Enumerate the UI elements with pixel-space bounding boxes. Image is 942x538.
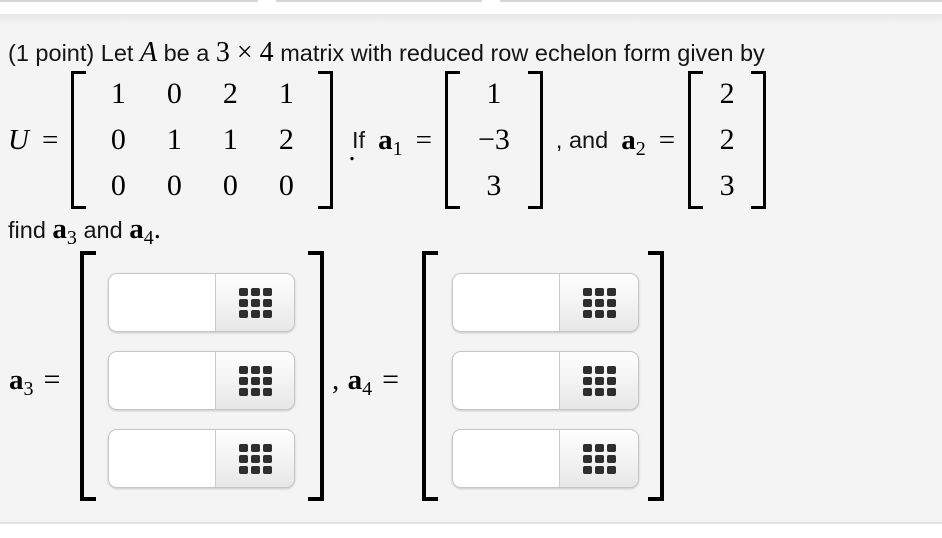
matrix-cell: 1 bbox=[166, 123, 182, 156]
matrix-cell: 0 bbox=[110, 123, 126, 156]
vector-a2: 2 2 3 bbox=[688, 71, 767, 209]
equation-editor-button[interactable] bbox=[559, 352, 638, 409]
matrix-U-symbol: U bbox=[8, 123, 29, 156]
equation-editor-button[interactable] bbox=[215, 352, 294, 409]
tab-edge-segment bbox=[276, 0, 482, 2]
statement-text: find bbox=[8, 217, 46, 243]
keypad-grid-icon bbox=[238, 365, 272, 396]
vector-a4-symbol: a4 bbox=[129, 213, 154, 249]
answer-input-group bbox=[108, 429, 295, 488]
answer-input-group bbox=[452, 429, 639, 488]
answer-label-a3: a3 = bbox=[9, 363, 61, 400]
keypad-grid-icon bbox=[238, 287, 272, 318]
matrix-U: 1 0 2 1 0 1 1 2 0 0 0 0 bbox=[71, 71, 334, 209]
matrix-cell: −3 bbox=[477, 123, 510, 156]
matrix-cell: 0 bbox=[166, 77, 182, 110]
bracket-left bbox=[444, 71, 460, 209]
matrix-dimension: 3 × 4 bbox=[215, 37, 274, 68]
statement-text: matrix with reduced row echelon form giv… bbox=[280, 40, 765, 66]
vector-a1-cells: 1 −3 3 bbox=[460, 71, 528, 209]
matrix-A-symbol: A bbox=[139, 37, 158, 68]
answer-input-group bbox=[452, 351, 639, 410]
matrix-cell: 1 bbox=[222, 123, 238, 156]
vector-a2-symbol: a2 bbox=[621, 123, 646, 160]
problem-panel: (1 point) Let A be a 3 × 4 matrix with r… bbox=[0, 14, 942, 524]
answer-input-a4-row1[interactable] bbox=[453, 274, 559, 331]
matrix-cell: 0 bbox=[110, 169, 126, 202]
bracket-left bbox=[71, 71, 87, 209]
vector-a2-cells: 2 2 3 bbox=[703, 71, 751, 209]
answer-area: a3 = bbox=[0, 251, 942, 509]
vector-a3-symbol: a3 bbox=[9, 364, 34, 400]
answer-input-a3-row3[interactable] bbox=[109, 430, 215, 487]
bracket-left bbox=[688, 71, 704, 209]
matrix-cell: 2 bbox=[278, 123, 294, 156]
matrix-cell: 3 bbox=[719, 169, 735, 202]
matrix-cell: 0 bbox=[278, 169, 294, 202]
matrix-cell: 2 bbox=[222, 77, 238, 110]
statement-text: and bbox=[83, 217, 123, 243]
equals-sign: = bbox=[382, 363, 400, 396]
statement-text: be a bbox=[163, 40, 210, 66]
answer-input-group bbox=[108, 351, 295, 410]
vector-a1-symbol: a1 bbox=[378, 123, 403, 160]
answer-column-a3 bbox=[108, 273, 295, 488]
answer-bracket-left-a4 bbox=[422, 251, 438, 501]
bracket-right bbox=[318, 71, 334, 209]
matrix-cell: 1 bbox=[110, 77, 126, 110]
equation-editor-button[interactable] bbox=[215, 274, 294, 331]
bracket-right bbox=[527, 71, 543, 209]
answer-bracket-left-a3 bbox=[80, 251, 96, 501]
statement-text: Let bbox=[100, 40, 134, 66]
period: . bbox=[348, 134, 356, 167]
vector-a1: 1 −3 3 bbox=[444, 71, 543, 209]
keypad-grid-icon bbox=[582, 443, 616, 474]
matrix-U-equation: U = 1 0 2 1 0 1 1 2 0 0 0 0 . bbox=[8, 71, 356, 209]
vector-a3-symbol: a3 bbox=[52, 213, 77, 249]
period: . bbox=[153, 213, 161, 245]
vector-a4-symbol: a4 bbox=[347, 364, 373, 400]
matrix-cell: 1 bbox=[486, 77, 502, 110]
matrix-U-cells: 1 0 2 1 0 1 1 2 0 0 0 0 bbox=[86, 71, 318, 209]
answer-input-a3-row2[interactable] bbox=[109, 352, 215, 409]
answer-input-group bbox=[452, 273, 639, 332]
problem-statement: (1 point) Let A be a 3 × 4 matrix with r… bbox=[8, 38, 938, 68]
answer-bracket-right-a4 bbox=[648, 251, 664, 501]
equation-editor-button[interactable] bbox=[559, 274, 638, 331]
points-label: (1 point) bbox=[8, 40, 95, 66]
equals-sign: = bbox=[658, 123, 676, 156]
answer-input-a4-row3[interactable] bbox=[453, 430, 559, 487]
answer-bracket-right-a3 bbox=[308, 251, 324, 501]
keypad-grid-icon bbox=[582, 287, 616, 318]
keypad-grid-icon bbox=[582, 365, 616, 396]
bracket-right bbox=[751, 71, 767, 209]
matrix-cell: 3 bbox=[486, 169, 502, 202]
matrix-cell: 2 bbox=[719, 77, 735, 110]
find-instruction: find a3 and a4. bbox=[8, 213, 161, 249]
matrix-cell: 2 bbox=[719, 123, 735, 156]
top-strip bbox=[0, 0, 942, 14]
answer-input-a3-row1[interactable] bbox=[109, 274, 215, 331]
comma: , bbox=[332, 364, 340, 396]
tab-edge-segment bbox=[500, 0, 942, 2]
given-vectors-equation: If a1 = 1 −3 3 , and a2 = 2 2 3 bbox=[352, 71, 767, 209]
equals-sign: = bbox=[41, 123, 59, 156]
answer-input-group bbox=[108, 273, 295, 332]
answer-label-a4: , a4 = bbox=[332, 363, 400, 400]
statement-text: If bbox=[352, 126, 366, 153]
answer-column-a4 bbox=[452, 273, 639, 488]
keypad-grid-icon bbox=[238, 443, 272, 474]
equals-sign: = bbox=[415, 123, 432, 156]
equation-editor-button[interactable] bbox=[215, 430, 294, 487]
equals-sign: = bbox=[43, 363, 61, 396]
matrix-cell: 0 bbox=[222, 169, 238, 202]
statement-text: , and bbox=[555, 126, 609, 153]
equation-editor-button[interactable] bbox=[559, 430, 638, 487]
answer-input-a4-row2[interactable] bbox=[453, 352, 559, 409]
matrix-cell: 1 bbox=[278, 77, 294, 110]
tab-edge-segment bbox=[0, 0, 258, 2]
matrix-cell: 0 bbox=[166, 169, 182, 202]
